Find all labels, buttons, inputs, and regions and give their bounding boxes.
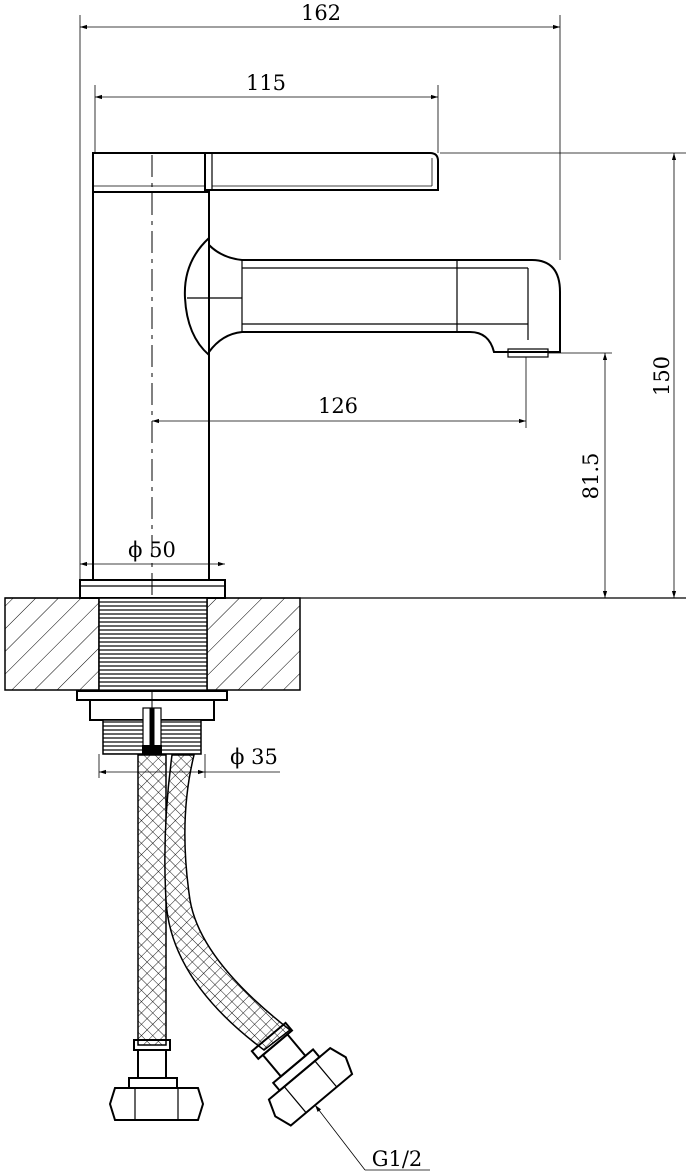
braided-hose-right: [164, 754, 354, 1127]
dimension-overall-height: [440, 152, 686, 598]
lever-handle: [92, 152, 439, 193]
label-shank-diameter: ϕ 35: [230, 745, 278, 769]
label-hose-thread: G1/2: [372, 1147, 423, 1171]
countertop: [4, 597, 686, 691]
dimension-handle-length: [94, 85, 439, 153]
dimension-overall-width: [79, 15, 561, 580]
dimension-spout-reach: [152, 357, 527, 428]
leader-hose-thread: [314, 1104, 430, 1171]
label-spout-reach: 126: [318, 394, 358, 418]
label-handle-length: 115: [246, 71, 286, 95]
dimension-spout-height: [548, 352, 612, 598]
dimension-shank-diameter: [98, 754, 280, 778]
label-base-diameter: ϕ 50: [128, 538, 176, 562]
label-spout-height: 81.5: [579, 453, 603, 500]
threaded-shank: [76, 597, 228, 755]
braided-hose-left: [108, 754, 205, 1121]
spout: [183, 237, 561, 358]
label-overall-width: 162: [301, 1, 341, 25]
label-overall-height: 150: [650, 356, 674, 396]
